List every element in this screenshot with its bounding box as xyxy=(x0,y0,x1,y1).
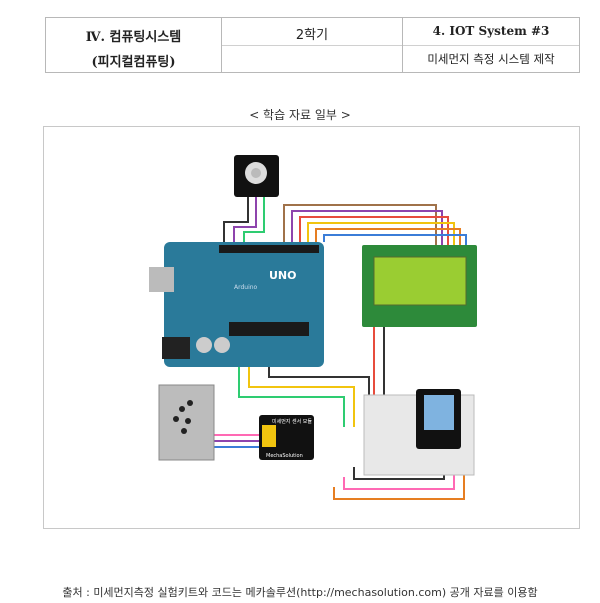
unit-title: 4. IOT System #3 xyxy=(432,24,550,38)
module-brand: MechaSolution xyxy=(266,453,303,459)
dust-sensor-interface-module: 미세먼지 센서 모듈 MechaSolution xyxy=(259,415,314,460)
dht-sensor xyxy=(416,389,461,449)
wire-brown xyxy=(283,204,437,245)
wiring-diagram: UNO Arduino xyxy=(149,155,477,500)
semester-label: 2학기 xyxy=(295,28,329,43)
wire-green xyxy=(243,197,265,242)
wire-orange-2 xyxy=(333,457,465,500)
board-brand: Arduino xyxy=(234,284,258,291)
dust-sensor xyxy=(158,384,215,461)
wire-blue xyxy=(323,234,467,245)
figure-caption: < 학습 자료 일부 > xyxy=(249,108,351,122)
wire-purple xyxy=(233,197,257,242)
cell-divider xyxy=(222,45,402,46)
wire-green-2 xyxy=(238,357,345,427)
unit-cell: 4. IOT System #3 미세먼지 측정 시스템 제작 xyxy=(402,17,580,73)
wire-black xyxy=(223,197,249,242)
wire-red xyxy=(299,216,449,245)
board-label: UNO xyxy=(269,269,297,282)
lcd-display xyxy=(362,245,477,327)
module-top-text: 미세먼지 센서 모듈 xyxy=(272,418,312,425)
unit-subtitle: 미세먼지 측정 시스템 제작 xyxy=(427,52,555,66)
chapter-title: Ⅳ. 컴퓨팅시스템 xyxy=(85,30,182,45)
chapter-cell: Ⅳ. 컴퓨팅시스템 (피지컬컴퓨팅) xyxy=(45,17,222,73)
subject-title: (피지컬컴퓨팅) xyxy=(91,55,176,70)
arduino-board: UNO Arduino xyxy=(149,242,324,367)
source-footer: 출처 : 미세먼지측정 실험키트와 코드는 메카솔루션(http://mecha… xyxy=(62,586,538,599)
wire-orange xyxy=(315,228,461,245)
wire-yellow-2 xyxy=(248,357,355,427)
wiring-figure: UNO Arduino xyxy=(43,126,580,529)
semester-cell: 2학기 xyxy=(222,17,402,73)
cell-divider xyxy=(403,45,579,46)
header-table: Ⅳ. 컴퓨팅시스템 (피지컬컴퓨팅) 2학기 4. IOT System #3 … xyxy=(45,17,580,73)
light-sensor-module xyxy=(234,155,279,197)
